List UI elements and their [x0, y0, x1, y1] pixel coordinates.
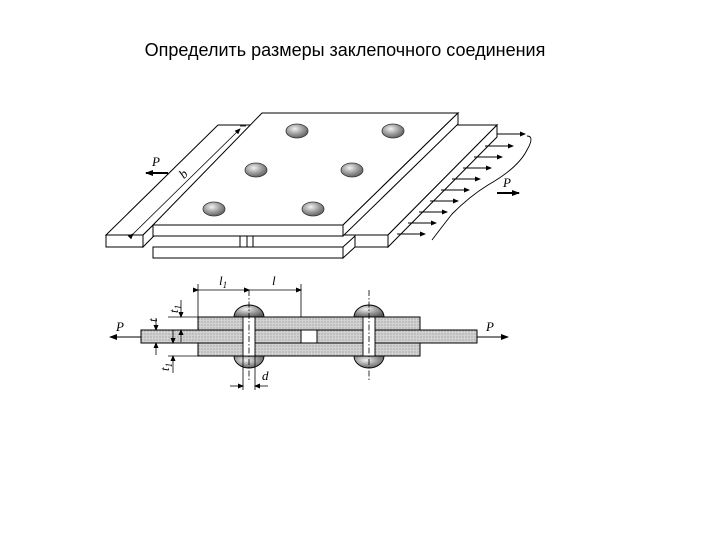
rivet-head — [301, 201, 325, 217]
rivet-head — [202, 201, 226, 217]
rivet-head — [285, 123, 309, 139]
lower-cover-plate — [152, 246, 344, 259]
force-label-left: P — [151, 154, 160, 169]
rivet-head — [244, 162, 268, 178]
distributed-load-arrows — [397, 131, 526, 237]
rivet-axes — [248, 290, 370, 382]
width-dimension — [127, 125, 246, 240]
diameter-label: d — [262, 368, 269, 383]
main-plate-right — [316, 329, 478, 344]
section-view — [140, 316, 478, 357]
thickness-label: t — [145, 318, 160, 322]
rivet-top-head — [353, 304, 385, 318]
main-plate-left — [140, 329, 302, 344]
diameter-dimension — [230, 356, 268, 390]
cover-thickness-label-bottom: t1 — [157, 363, 174, 371]
pitch-dimensions — [193, 284, 302, 317]
thickness-dimensions — [141, 300, 198, 373]
joint-gap — [300, 329, 318, 344]
top-cover-section — [197, 316, 421, 331]
load-brace — [431, 135, 532, 241]
edge-distance-label: l1 — [219, 273, 227, 290]
cover-thickness-label-top: t1 — [166, 305, 183, 313]
rivet-top-head — [233, 304, 265, 318]
slide-title: Определить размеры заклепочного соединен… — [144, 40, 546, 60]
pitch-label: l — [272, 273, 276, 288]
force-label-section-right: P — [485, 319, 494, 334]
rivet-head — [381, 123, 405, 139]
force-label-right-iso: P — [502, 175, 511, 190]
rivet-head — [340, 162, 364, 178]
bottom-cover-section — [197, 342, 421, 357]
force-label-section-left: P — [115, 319, 124, 334]
